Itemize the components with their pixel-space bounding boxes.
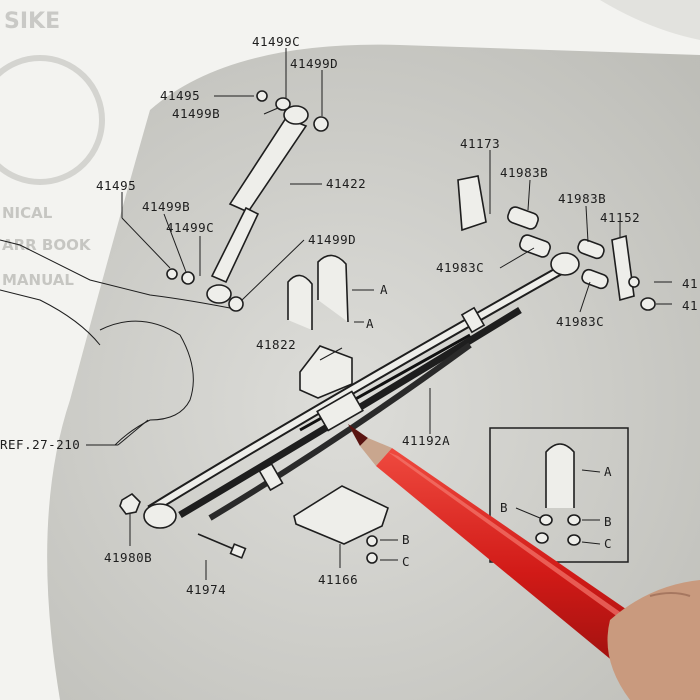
washer-top	[275, 97, 291, 111]
label-41499c-left: 41499C	[166, 220, 214, 235]
shackle-bracket	[457, 175, 487, 232]
label-b-1: B	[402, 532, 410, 547]
label-41983b-a: 41983B	[500, 165, 548, 180]
label-41166: 41166	[318, 572, 358, 587]
page-header: SIKE	[4, 9, 60, 34]
label-41422: 41422	[326, 176, 366, 191]
label-41499b-top: 41499B	[172, 106, 220, 121]
shackle-plate	[611, 234, 635, 302]
inset-label-b-left: B	[500, 500, 508, 515]
part-label-group: 41499C 41499D 41495 41499B 41422 41495 4…	[0, 34, 698, 597]
label-41983c-b: 41983C	[556, 314, 604, 329]
label-ref: REF.27-210	[0, 437, 80, 452]
label-41152: 41152	[600, 210, 640, 225]
washer-top-2	[313, 116, 329, 132]
label-41983b-b: 41983B	[558, 191, 606, 206]
label-a-1: A	[380, 282, 388, 297]
label-41173: 41173	[460, 136, 500, 151]
label-41983c-a: 41983C	[436, 260, 484, 275]
faded-logo	[0, 55, 105, 185]
label-41495-top: 41495	[160, 88, 200, 103]
inset-label-c: C	[604, 536, 612, 551]
bg-text-1: NICAL	[2, 204, 53, 222]
label-41822: 41822	[256, 337, 296, 352]
label-c-1: C	[402, 554, 410, 569]
nut-41980b	[119, 492, 141, 515]
u-bolt-pair	[287, 254, 349, 330]
label-41499b-left: 41499B	[142, 199, 190, 214]
label-41495-left: 41495	[96, 178, 136, 193]
shock-absorber	[206, 105, 309, 304]
inset-detail-box: A B B C	[489, 427, 629, 563]
label-41980b: 41980B	[104, 550, 152, 565]
label-edge-1: 41	[682, 276, 698, 291]
label-41974: 41974	[186, 582, 226, 597]
finger	[607, 580, 700, 700]
inset-label-a: A	[604, 464, 612, 479]
spring-seat-plate	[293, 485, 389, 545]
bg-text-2: ARR BOOK	[2, 236, 92, 254]
label-41192a: 41192A	[402, 433, 450, 448]
frame-outline	[0, 239, 241, 311]
leader-lines	[86, 48, 672, 580]
label-41499d-top: 41499D	[290, 56, 338, 71]
leaf-spring	[143, 252, 580, 529]
inset-label-b-right: B	[604, 514, 612, 529]
label-41499c-top: 41499C	[252, 34, 300, 49]
label-edge-2: 41	[682, 298, 698, 313]
label-a-2: A	[366, 316, 374, 331]
bg-text-3: MANUAL	[2, 271, 74, 289]
label-41499d-mid: 41499D	[308, 232, 356, 247]
nut-top	[256, 90, 268, 102]
